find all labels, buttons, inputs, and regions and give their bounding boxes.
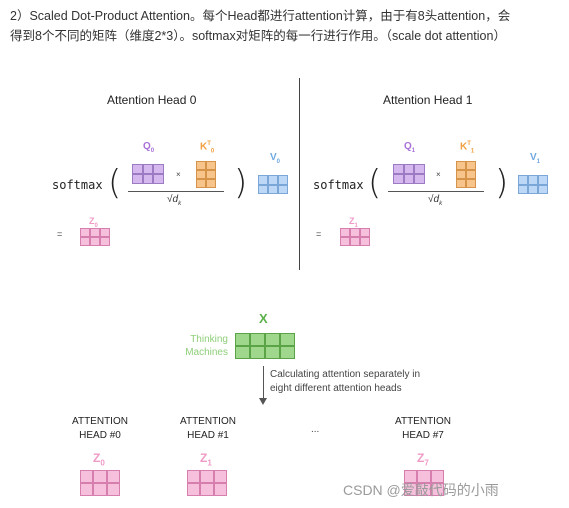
head1-z-sub: 1 xyxy=(354,222,358,229)
head1-k-sub: 1 xyxy=(470,148,475,155)
arrow-caption: Calculating attention separately in eigh… xyxy=(270,368,420,396)
head1-k-letter: K xyxy=(460,141,468,153)
head0-k-matrix xyxy=(196,161,216,188)
head0-k-sup: T xyxy=(207,141,211,147)
head0-z-letter: Z xyxy=(89,216,95,226)
head0-k-sub: 0 xyxy=(210,148,215,155)
bottom-head7-z-label: Z7 xyxy=(417,451,429,467)
thinking-machines-label: Thinking Machines xyxy=(180,333,228,359)
head0-times: × xyxy=(176,170,181,179)
head0-title: Attention Head 0 xyxy=(107,93,197,107)
head0-fraction-line xyxy=(128,191,224,192)
intro-line-1: 2）Scaled Dot-Product Attention。每个Head都进行… xyxy=(10,9,511,23)
head0-sqrt-dk: √dk xyxy=(167,194,181,207)
head0-z-matrix xyxy=(80,228,110,246)
head1-v-label: V1 xyxy=(530,152,540,165)
bottom-head1-line2: HEAD #1 xyxy=(187,430,229,441)
head0-right-paren: ) xyxy=(234,163,248,203)
bottom-head7-line2: HEAD #7 xyxy=(402,430,444,441)
bottom-head0-z-label: Z0 xyxy=(93,451,105,467)
head1-left-paren: ( xyxy=(368,163,382,203)
head1-z-matrix xyxy=(340,228,370,246)
head0-q-label: Q0 xyxy=(143,141,154,154)
head0-v-letter: V xyxy=(270,152,277,163)
head1-v-sub: 1 xyxy=(536,159,541,165)
head1-v-matrix xyxy=(518,175,548,194)
head0-k-letter: K xyxy=(200,141,208,153)
head1-k-matrix xyxy=(456,161,476,188)
head0-v-sub: 0 xyxy=(276,159,281,165)
bottom-head1-z-label: Z1 xyxy=(200,451,212,467)
head1-k-label: KT1 xyxy=(460,141,474,154)
head0-left-paren: ( xyxy=(108,163,122,203)
head1-sqrt-sub: k xyxy=(439,201,443,207)
intro-line-2: 得到8个不同的矩阵（维度2*3）。softmax对矩阵的每一行进行作用。（sca… xyxy=(10,29,506,43)
head1-q-label: Q1 xyxy=(404,141,415,154)
bottom-head1-z-sub: 1 xyxy=(207,458,212,468)
head0-q-sub: 0 xyxy=(150,148,155,154)
head1-v-letter: V xyxy=(530,152,537,163)
bottom-head1-line1: ATTENTION xyxy=(180,416,236,427)
head1-times: × xyxy=(436,170,441,179)
arrow-caption-line-1: Calculating attention separately in xyxy=(270,369,421,380)
head1-z-label: Z1 xyxy=(349,216,358,229)
bottom-head1-z-matrix xyxy=(187,470,227,496)
bottom-head0-z-matrix xyxy=(80,470,120,496)
heads-divider xyxy=(299,78,300,270)
head1-equals: = xyxy=(316,229,322,239)
head1-q-matrix xyxy=(393,164,425,184)
bottom-head0-z-sub: 0 xyxy=(100,458,105,468)
down-arrow-head xyxy=(259,398,267,405)
bottom-head7-label: ATTENTION HEAD #7 xyxy=(388,415,458,443)
thinking-word: Thinking xyxy=(190,334,228,345)
head1-softmax: softmax xyxy=(313,178,364,192)
heads-ellipsis: ... xyxy=(311,424,320,435)
head0-q-letter: Q xyxy=(143,141,151,152)
bottom-head0-line1: ATTENTION xyxy=(72,416,128,427)
head0-v-matrix xyxy=(258,175,288,194)
head0-sqrt: √d xyxy=(167,194,179,205)
bottom-head7-line1: ATTENTION xyxy=(395,416,451,427)
head1-sqrt-dk: √dk xyxy=(428,194,442,207)
head0-v-label: V0 xyxy=(270,152,280,165)
bottom-head0-z-letter: Z xyxy=(93,451,101,465)
bottom-head7-z-sub: 7 xyxy=(424,458,429,468)
head0-k-label: KT0 xyxy=(200,141,214,154)
head0-z-label: Z0 xyxy=(89,216,98,229)
head1-z-letter: Z xyxy=(349,216,355,226)
csdn-watermark: CSDN @爱敲代码的小雨 xyxy=(343,482,499,498)
intro-text: 2）Scaled Dot-Product Attention。每个Head都进行… xyxy=(10,6,560,46)
head1-right-paren: ) xyxy=(495,163,509,203)
head1-q-letter: Q xyxy=(404,141,412,152)
head1-fraction-line xyxy=(388,191,484,192)
bottom-head7-z-letter: Z xyxy=(417,451,425,465)
down-arrow-line xyxy=(263,366,264,402)
bottom-head1-label: ATTENTION HEAD #1 xyxy=(173,415,243,443)
head1-sqrt: √d xyxy=(428,194,440,205)
head1-title: Attention Head 1 xyxy=(383,93,473,107)
head1-q-sub: 1 xyxy=(411,148,416,154)
head0-softmax: softmax xyxy=(52,178,103,192)
x-matrix xyxy=(235,333,295,359)
bottom-head1-z-letter: Z xyxy=(200,451,208,465)
head0-z-sub: 0 xyxy=(94,222,98,229)
bottom-head0-label: ATTENTION HEAD #0 xyxy=(65,415,135,443)
bottom-head0-line2: HEAD #0 xyxy=(79,430,121,441)
machines-word: Machines xyxy=(185,347,228,358)
x-label: X xyxy=(259,311,268,326)
bottom-head7-z-matrix xyxy=(404,470,444,496)
head1-k-sup: T xyxy=(467,141,471,147)
head0-equals: = xyxy=(57,229,63,239)
head0-q-matrix xyxy=(132,164,164,184)
head0-sqrt-sub: k xyxy=(178,201,182,207)
arrow-caption-line-2: eight different attention heads xyxy=(270,383,402,394)
